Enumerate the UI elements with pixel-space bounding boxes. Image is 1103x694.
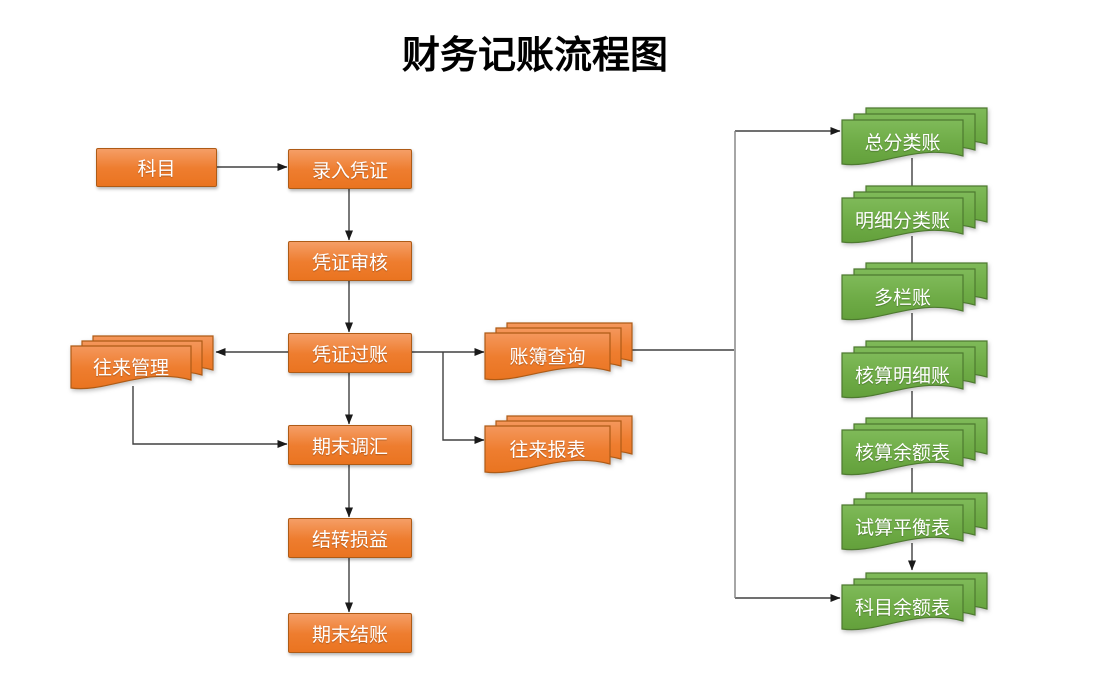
document-page [841, 429, 964, 476]
document-page [841, 352, 964, 399]
node-label: 凭证过账 [311, 344, 388, 366]
flow-node-luru-pingzheng: 录入凭证 [288, 149, 412, 189]
multidoc-shape-orange [484, 322, 633, 381]
multidoc-shape-green [841, 572, 988, 631]
flow-node-hesuan-mingxizhang: 核算明细账 [841, 340, 988, 401]
node-label: 总分类账 [864, 132, 941, 154]
node-label: 往来报表 [509, 439, 586, 461]
flow-node-qimo-tiaohui: 期末调汇 [288, 425, 412, 465]
arrow-branch-to-wanglai-baobiao [442, 352, 485, 444]
multidoc-shape-green [841, 492, 988, 551]
flow-node-duolanzhang: 多栏账 [841, 262, 988, 323]
flow-node-jiezhuan-sunyi: 结转损益 [288, 518, 412, 558]
node-label: 期末结账 [311, 624, 388, 646]
document-page [70, 345, 192, 390]
node-label: 科目余额表 [854, 597, 950, 619]
multidoc-shape-green [841, 107, 988, 166]
flow-node-zongfenleizhang: 总分类账 [841, 107, 988, 168]
document-page [841, 119, 964, 166]
flow-node-shisuan-pinghengbiao: 试算平衡表 [841, 492, 988, 553]
node-label: 核算明细账 [854, 365, 950, 387]
multidoc-shape-orange [70, 335, 214, 390]
multidoc-shape-orange [484, 415, 633, 474]
node-label: 科目 [137, 159, 176, 180]
multidoc-shape-green [841, 417, 988, 476]
flow-node-hesuan-yuebiao: 核算余额表 [841, 417, 988, 478]
flow-node-qimo-jiezhang: 期末结账 [288, 613, 412, 653]
node-label: 凭证审核 [311, 252, 388, 274]
node-label: 录入凭证 [311, 160, 388, 182]
document-page [841, 504, 964, 551]
node-label: 试算平衡表 [854, 517, 950, 539]
flow-node-kemu-yuebiao: 科目余额表 [841, 572, 988, 633]
flow-node-mingxifenleizhang: 明细分类账 [841, 185, 988, 246]
document-page [841, 584, 964, 631]
node-label: 账簿查询 [509, 346, 586, 368]
node-label: 核算余额表 [854, 442, 950, 464]
flow-node-pingzheng-guozhang: 凭证过账 [288, 333, 412, 373]
multidoc-shape-green [841, 340, 988, 399]
flow-node-kemu: 科目 [96, 148, 217, 187]
document-page [841, 197, 964, 244]
flow-node-zhangbu-chaxun: 账簿查询 [484, 322, 633, 383]
document-page [484, 332, 611, 381]
node-label: 明细分类账 [854, 210, 950, 232]
node-label: 多栏账 [873, 287, 931, 309]
page-title: 财务记账流程图 [401, 35, 668, 77]
flow-node-wanglai-baobiao: 往来报表 [484, 415, 633, 476]
node-label: 往来管理 [92, 357, 169, 379]
document-page [484, 425, 611, 474]
multidoc-shape-green [841, 185, 988, 244]
node-label: 结转损益 [311, 529, 388, 551]
flow-node-pingzheng-shenhe: 凭证审核 [288, 241, 412, 281]
document-page [841, 274, 964, 321]
flow-node-wanglai-guanli: 往来管理 [70, 335, 214, 392]
node-label: 期末调汇 [311, 436, 388, 458]
arrow-wanglai-guanli-to-tiaohui [132, 386, 288, 448]
multidoc-shape-green [841, 262, 988, 321]
